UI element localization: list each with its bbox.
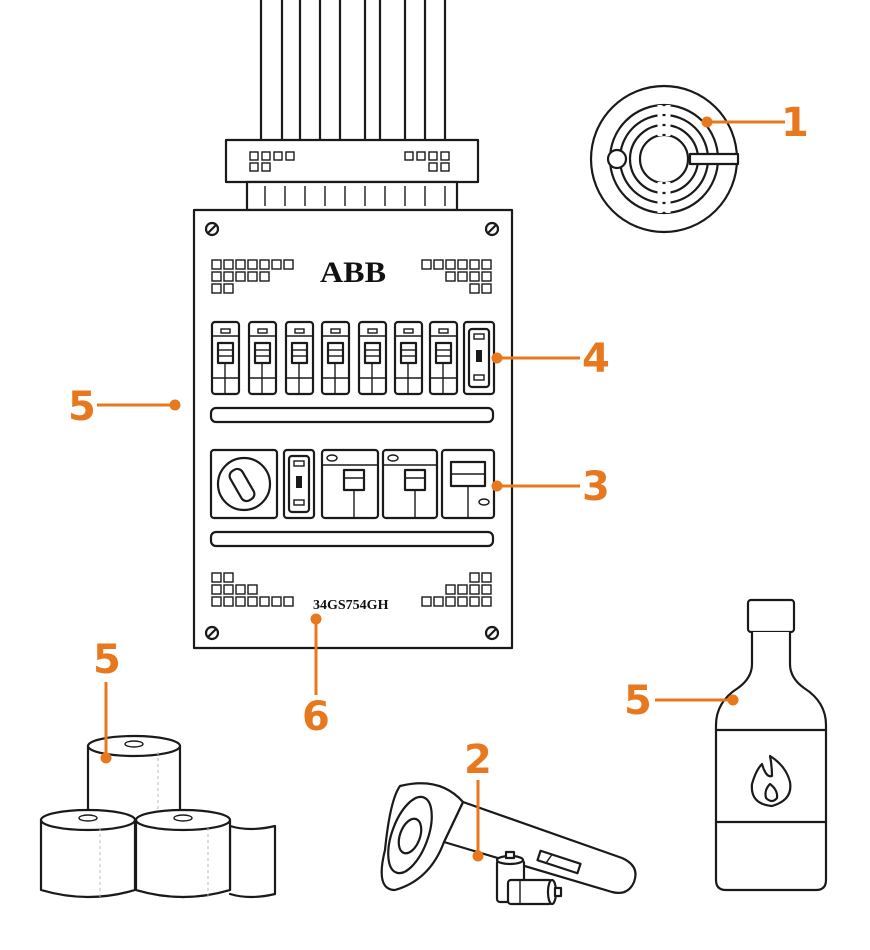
circuit-breaker-icon[interactable]: [320, 320, 351, 396]
circuit-breaker-icon[interactable]: [381, 448, 439, 520]
battery-icon: [495, 850, 563, 906]
rcd-switch[interactable]: [282, 448, 316, 520]
callout-1: 1: [701, 100, 809, 146]
rcd-switch[interactable]: [462, 320, 496, 396]
callout-4: 4: [491, 336, 610, 382]
callout-5-panel: 5: [68, 384, 181, 430]
cable-bundle: [224, 0, 480, 212]
circuit-breaker-icon[interactable]: [247, 320, 278, 396]
din-rail: [209, 530, 495, 548]
circuit-breaker-icon[interactable]: [320, 448, 380, 520]
callout-5-bottle: 5: [624, 678, 739, 724]
callout-5-paper: 5: [93, 637, 121, 764]
toilet-paper-rolls-icon: [39, 734, 277, 900]
callout-3: 3: [491, 464, 610, 510]
circuit-breaker-icon[interactable]: [440, 448, 496, 520]
callout-number: 2: [464, 737, 492, 783]
lower-breaker-row[interactable]: [209, 448, 496, 520]
serial-number: 34GS754GH: [313, 598, 389, 613]
callout-number: 3: [582, 464, 610, 510]
callout-number: 5: [68, 384, 96, 430]
vent-pattern: [211, 259, 492, 607]
upper-breaker-row[interactable]: [210, 320, 496, 396]
callout-number: 4: [582, 336, 610, 382]
smoke-detector-icon: [589, 84, 740, 234]
callout-number: 5: [624, 678, 652, 724]
circuit-breaker-icon[interactable]: [210, 320, 241, 396]
flame-icon: [750, 754, 792, 808]
callout-2: 2: [464, 737, 492, 862]
callout-6: 6: [302, 613, 330, 740]
rotary-switch-icon[interactable]: [209, 448, 279, 520]
callout-number: 5: [93, 637, 121, 683]
callout-number: 6: [302, 694, 330, 740]
screw-icon: [204, 221, 500, 641]
circuit-breaker-icon[interactable]: [357, 320, 388, 396]
circuit-breaker-icon[interactable]: [428, 320, 459, 396]
flammable-bottle-icon: [714, 598, 828, 892]
electrical-panel: ABB: [192, 208, 514, 650]
callout-number: 1: [781, 100, 809, 146]
circuit-breaker-icon[interactable]: [393, 320, 424, 396]
circuit-breaker-icon[interactable]: [284, 320, 315, 396]
din-rail: [209, 406, 495, 424]
brand-logo: ABB: [320, 256, 386, 289]
flashlight-icon: [380, 782, 637, 894]
